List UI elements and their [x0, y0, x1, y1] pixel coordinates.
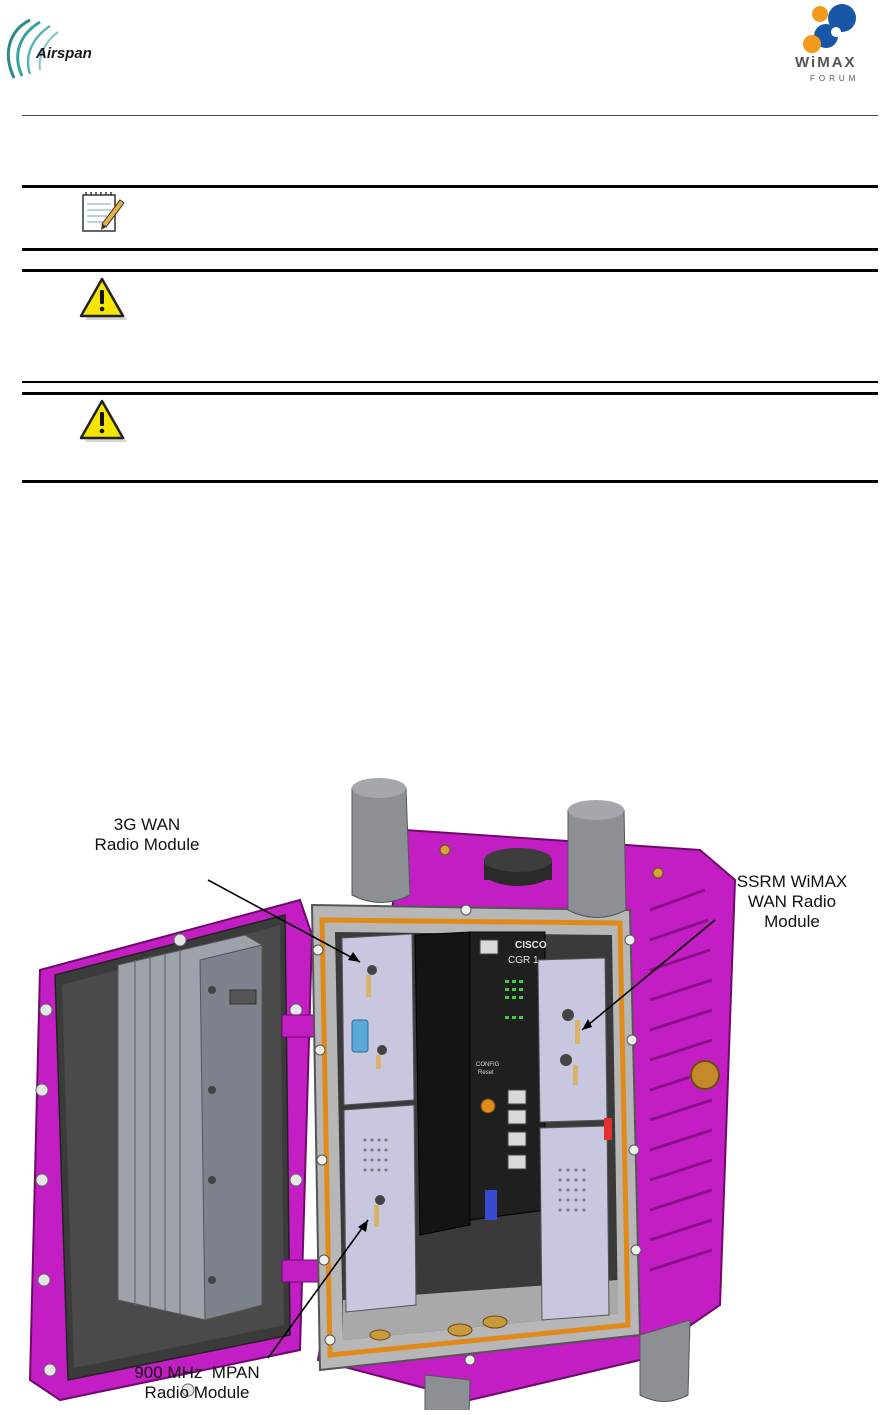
callout-mpan-line1: 900 MHz MPAN: [134, 1363, 260, 1382]
airspan-swoosh-icon: [6, 18, 59, 79]
header-divider: [22, 115, 878, 116]
router-illustration: CISCO CGR 1 CONFIG Reset: [28, 778, 737, 1415]
warning-icon: [78, 398, 128, 444]
device-model-label: CGR 1: [508, 955, 539, 966]
callout-ssrm-line3: Module: [764, 912, 820, 931]
airspan-logo: Airspan: [0, 12, 110, 92]
notice-bottom-rule: [22, 248, 878, 251]
callout-ssrm-line2: WAN Radio: [747, 892, 837, 911]
callout-ssrm-line1: SSRM WiMAX: [736, 872, 848, 891]
left-radio-modules: [341, 933, 417, 1313]
wimax-logo-text: WiMAX: [795, 54, 857, 71]
callout-3g-wan-line1: 3G WAN: [113, 815, 181, 834]
callout-mpan-line2: Radio Module: [144, 1383, 250, 1402]
router-figure: CISCO CGR 1 CONFIG Reset: [0, 760, 885, 1415]
callout-ssrm-wimax: SSRM WiMAX WAN Radio Module: [722, 872, 862, 932]
airspan-logo-text: Airspan: [36, 45, 92, 62]
enclosure-body: CISCO CGR 1 CONFIG Reset: [310, 828, 737, 1402]
notice-top-rule: [22, 392, 878, 395]
notice-top-rule: [22, 269, 878, 272]
notice-bottom-rule: [22, 381, 878, 383]
notice-bottom-rule: [22, 480, 878, 483]
right-radio-modules: [537, 957, 612, 1321]
notepad-icon: [80, 190, 126, 234]
callout-900mhz-mpan: 900 MHz MPAN Radio Module: [122, 1363, 272, 1403]
callout-3g-wan: 3G WAN Radio Module: [82, 815, 212, 855]
warning-icon: [78, 276, 128, 322]
callout-3g-wan-line2: Radio Module: [94, 835, 200, 854]
antennas: [351, 778, 691, 1415]
wimax-logo-subtext: FORUM: [810, 74, 860, 83]
callout-lines: [207, 879, 716, 1359]
device-brand-label: CISCO: [515, 940, 547, 951]
wimax-forum-logo: WiMAX FORUM: [790, 2, 880, 90]
device-config-label: CONFIG: [476, 1062, 500, 1068]
enclosure-door: [28, 898, 323, 1402]
wimax-circles-icon: [803, 4, 856, 53]
device-reset-label: Reset: [478, 1070, 494, 1076]
notice-top-rule: [22, 185, 878, 188]
